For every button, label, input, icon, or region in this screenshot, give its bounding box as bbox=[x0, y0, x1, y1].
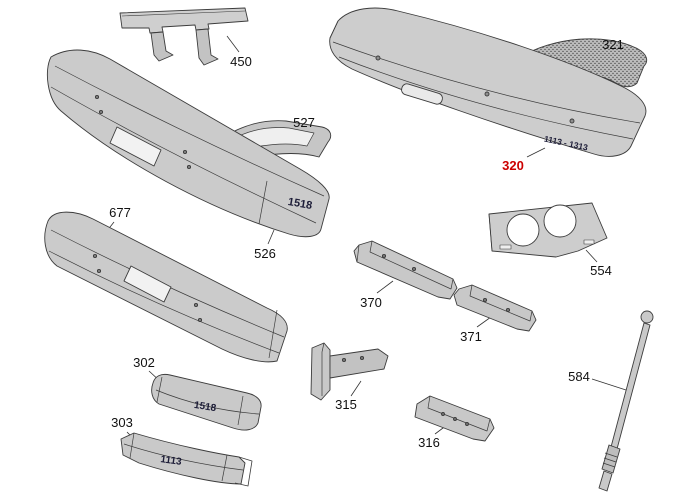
callout-302[interactable]: 302 bbox=[133, 355, 155, 370]
part-316-bracket bbox=[414, 395, 495, 442]
callout-526[interactable]: 526 bbox=[254, 246, 276, 261]
callout-303[interactable]: 303 bbox=[111, 415, 133, 430]
callout-554[interactable]: 554 bbox=[590, 263, 612, 278]
part-450-top-bracket bbox=[119, 7, 249, 66]
callout-527[interactable]: 527 bbox=[293, 115, 315, 130]
callout-321[interactable]: 321 bbox=[602, 37, 624, 52]
part-554-bracket-plate bbox=[488, 202, 608, 258]
callout-320[interactable]: 320 bbox=[502, 158, 524, 173]
part-302-bumper-section bbox=[151, 373, 262, 431]
part-584-rod bbox=[598, 310, 654, 492]
callout-371[interactable]: 371 bbox=[460, 329, 482, 344]
callout-370[interactable]: 370 bbox=[360, 295, 382, 310]
part-677-bumper bbox=[44, 211, 288, 363]
part-320-bumper bbox=[329, 7, 647, 157]
part-370-mounting-rail bbox=[353, 240, 458, 300]
callout-584[interactable]: 584 bbox=[568, 369, 590, 384]
part-526-bumper bbox=[46, 49, 330, 238]
callout-316[interactable]: 316 bbox=[418, 435, 440, 450]
part-303-bumper-section bbox=[120, 432, 253, 487]
callout-315[interactable]: 315 bbox=[335, 397, 357, 412]
part-371-mounting-rail bbox=[453, 284, 537, 332]
callout-450[interactable]: 450 bbox=[230, 54, 252, 69]
part-315-bracket bbox=[310, 342, 389, 401]
callout-677[interactable]: 677 bbox=[109, 205, 131, 220]
